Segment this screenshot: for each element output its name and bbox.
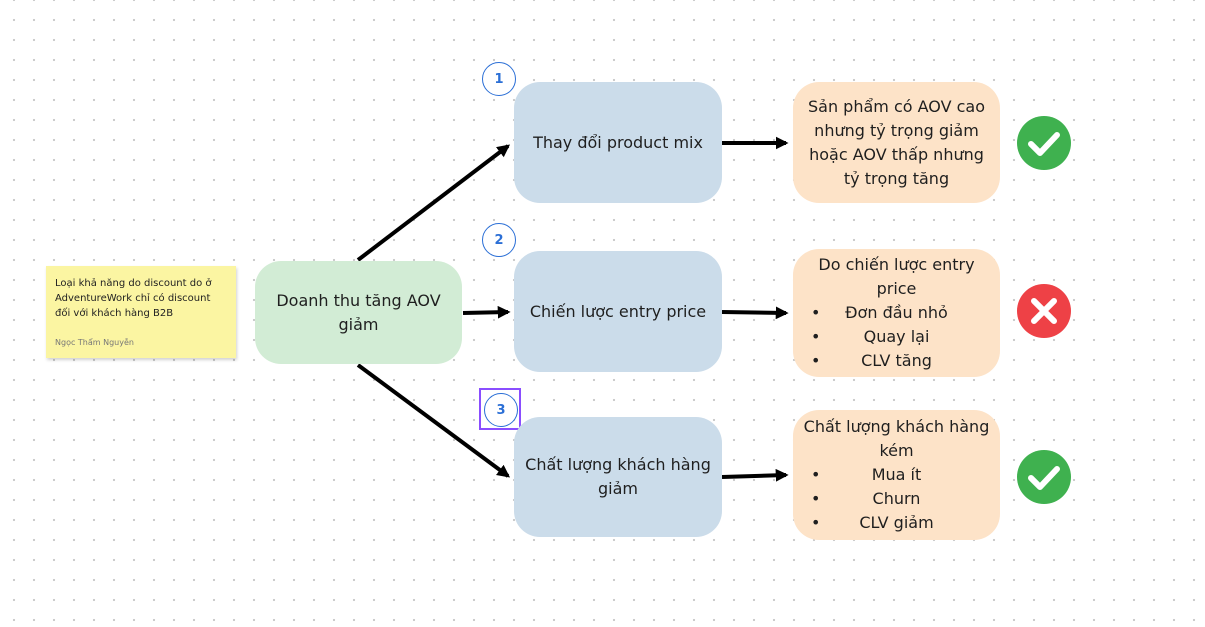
result-node-3[interactable]: Chất lượng khách hàng kém Mua ít Churn C…: [793, 410, 1000, 540]
cross-icon: [1016, 283, 1072, 339]
hypothesis-label: Chiến lược entry price: [529, 301, 707, 321]
selection-frame[interactable]: [479, 388, 521, 430]
step-number-1[interactable]: 1: [482, 62, 516, 96]
result-bullet-list: Đơn đầu nhỏ Quay lại CLV tăng: [801, 301, 992, 373]
result-title: Chất lượng khách hàng kém: [803, 417, 990, 460]
root-node[interactable]: Doanh thu tăng AOV giảm: [255, 261, 462, 364]
result-bullet: Mua ít: [801, 463, 992, 487]
hypothesis-node-3[interactable]: Chất lượng khách hàng giảm: [514, 417, 722, 537]
sticky-note-text: Loại khả năng do discount do ở Adventure…: [55, 278, 212, 319]
check-icon: [1016, 115, 1072, 171]
step-number-3[interactable]: 3: [484, 393, 518, 427]
result-node-2[interactable]: Do chiến lược entry price Đơn đầu nhỏ Qu…: [793, 249, 1000, 377]
result-title: Sản phẩm có AOV cao nhưng tỷ trọng giảm …: [807, 96, 986, 188]
step-number-2[interactable]: 2: [482, 223, 516, 257]
arrow-h3-to-result: [721, 468, 789, 482]
result-bullet: Quay lại: [801, 325, 992, 349]
result-bullet: CLV giảm: [801, 511, 992, 535]
hypothesis-node-1[interactable]: Thay đổi product mix: [514, 82, 722, 203]
result-bullet: CLV tăng: [801, 349, 992, 373]
result-node-1[interactable]: Sản phẩm có AOV cao nhưng tỷ trọng giảm …: [793, 82, 1000, 203]
hypothesis-node-2[interactable]: Chiến lược entry price: [514, 251, 722, 372]
result-bullet-list: Mua ít Churn CLV giảm: [801, 463, 992, 535]
hypothesis-label: Thay đổi product mix: [533, 132, 703, 152]
arrow-h2-to-result: [721, 306, 789, 320]
check-icon: [1016, 449, 1072, 505]
sticky-note-author: Ngọc Thẩm Nguyễn: [55, 338, 134, 347]
hypothesis-label: Chất lượng khách hàng giảm: [525, 455, 711, 498]
sticky-note[interactable]: Loại khả năng do discount do ở Adventure…: [46, 266, 236, 358]
result-title: Do chiến lược entry price: [818, 255, 975, 298]
result-bullet: Churn: [801, 487, 992, 511]
result-bullet: Đơn đầu nhỏ: [801, 301, 992, 325]
root-node-label: Doanh thu tăng AOV giảm: [276, 290, 441, 334]
arrow-root-to-h2: [462, 305, 511, 319]
